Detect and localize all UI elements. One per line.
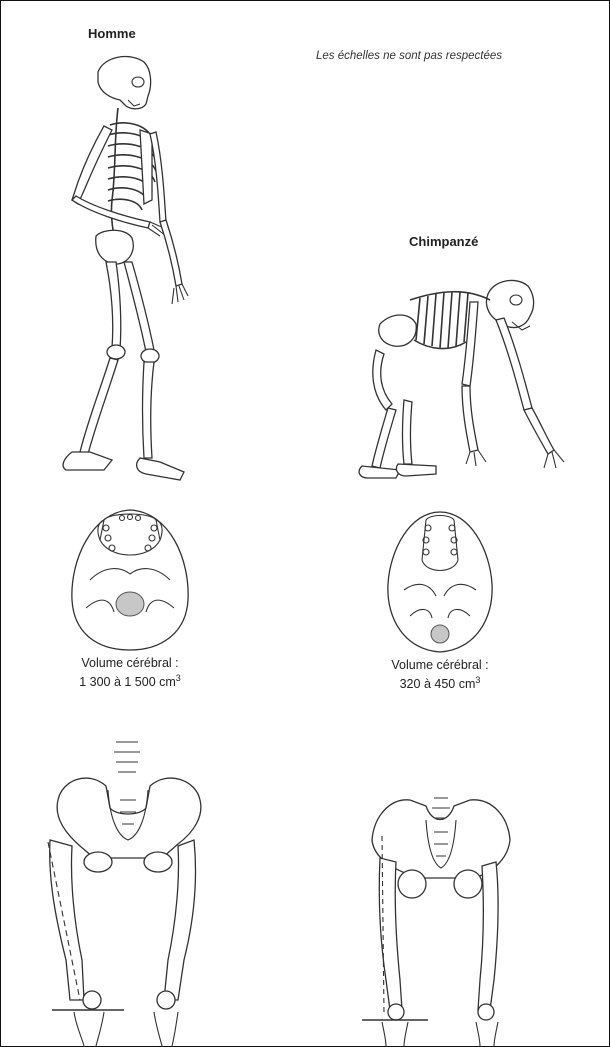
chimp-obturator-left [398, 870, 426, 898]
chimp-lumbar-vertebrae [432, 798, 450, 818]
chimp-obturator-right [454, 870, 482, 898]
chimp-knee-right [478, 1004, 494, 1020]
chimp-tibia-right-top [476, 1022, 498, 1046]
chimp-tibia-left-top [382, 1022, 408, 1046]
chimp-knee-left [388, 1004, 404, 1020]
